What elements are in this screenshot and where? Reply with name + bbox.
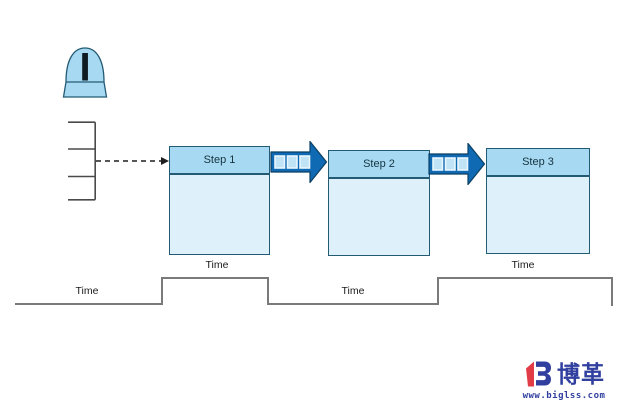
process-box-step-1: Step 1 [169, 146, 270, 255]
process-box-step-1-title: Step 1 [170, 147, 269, 175]
process-box-step-2-title: Step 2 [329, 151, 429, 179]
schedule-bracket-icon [68, 121, 96, 201]
inventory-icon: I [62, 46, 108, 98]
brand-name: 博革 [557, 361, 605, 387]
process-box-step-3-title: Step 3 [487, 149, 589, 177]
process-box-step-2: Step 2 [328, 150, 430, 256]
inventory-symbol-label: I [79, 46, 90, 90]
time-label: Time [75, 285, 99, 297]
time-label: Time [341, 285, 365, 297]
dashed-flow-arrow-icon [96, 157, 169, 165]
push-arrow-icon [428, 142, 486, 186]
lead-time-ladder [15, 277, 613, 306]
brand-url: www.biglss.com [522, 391, 606, 401]
push-arrow-icon [270, 140, 328, 184]
time-label: Time [511, 259, 535, 271]
time-label: Time [205, 259, 229, 271]
biglss-watermark: 博革 www.biglss.com [510, 358, 618, 401]
process-box-step-3: Step 3 [486, 148, 590, 254]
logo-b-icon [526, 361, 551, 387]
